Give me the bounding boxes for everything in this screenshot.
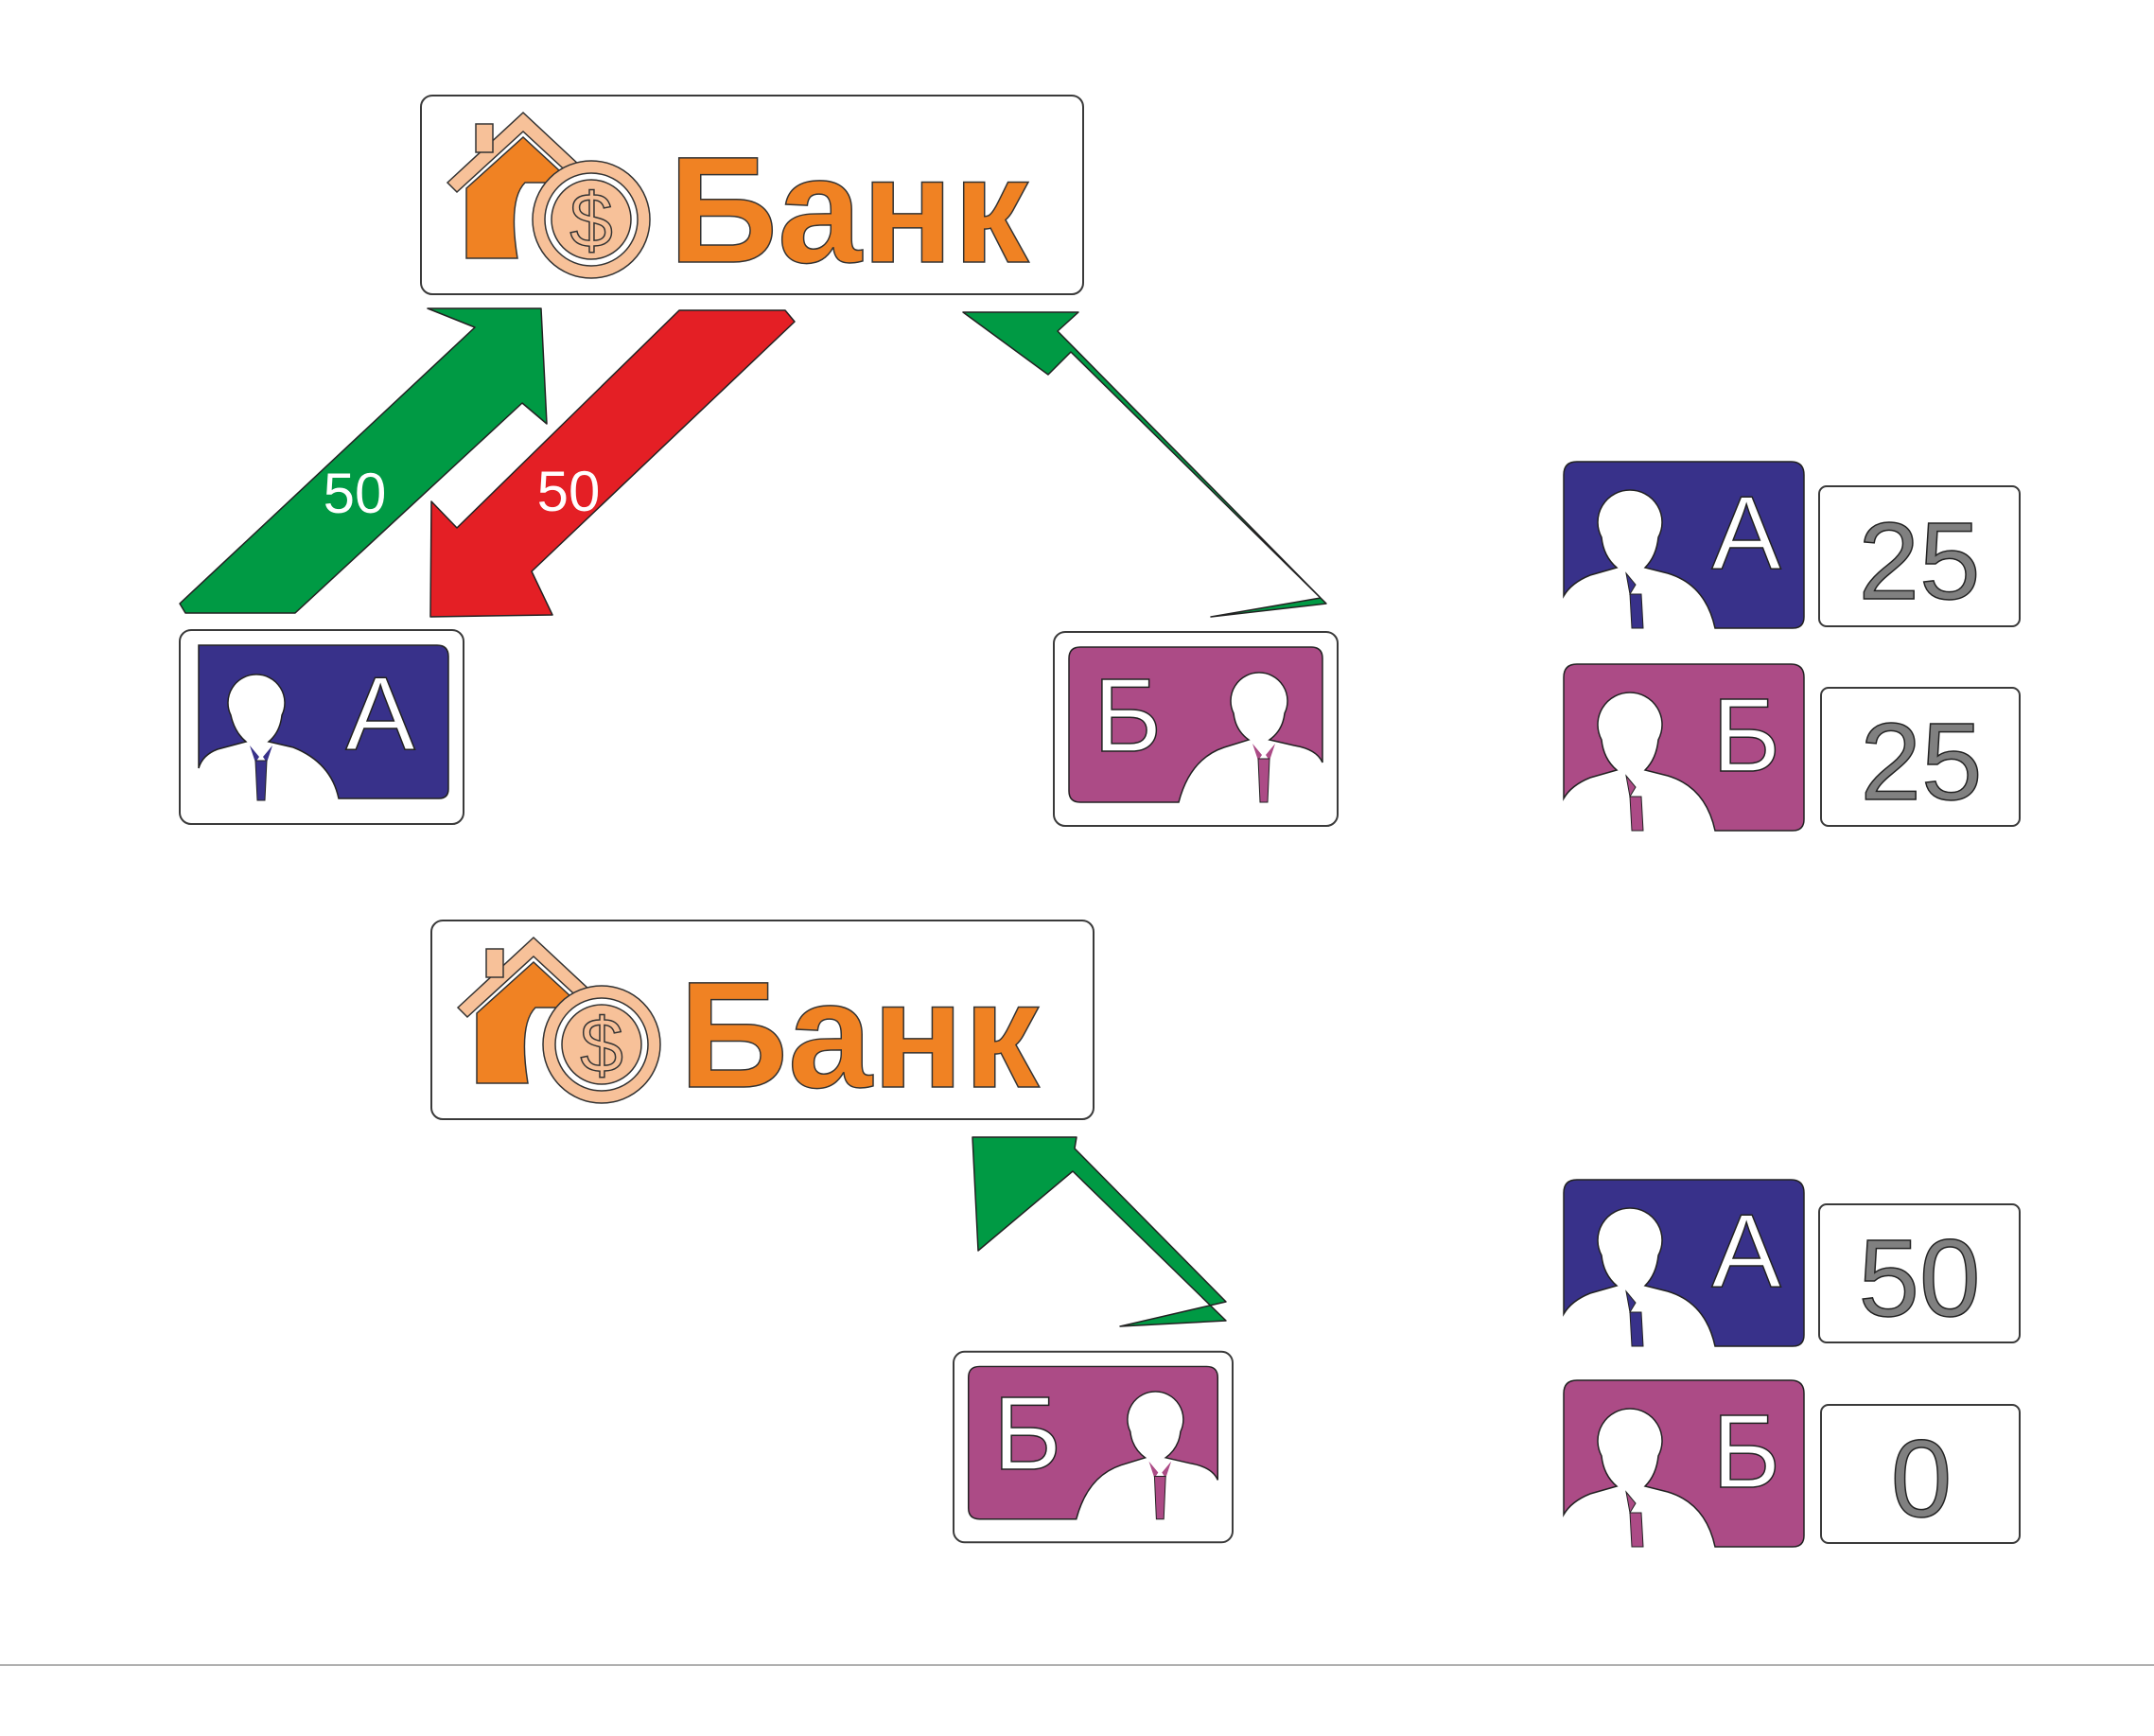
balance-icon-b-top: Б: [1563, 663, 1805, 832]
balance-icon-a-bottom: А: [1563, 1179, 1805, 1347]
arrow-bank-to-a-label: 50: [537, 460, 601, 523]
balance-icon-b-bottom: Б: [1563, 1379, 1805, 1548]
arrow-b-to-bank-top: 50: [962, 311, 1327, 618]
bank-name-bottom: Банк: [679, 950, 1041, 1119]
balance-box-b-top: [1820, 687, 2021, 827]
arrow-a-to-bank-label: 50: [324, 462, 387, 525]
bank-dollar-symbol-bottom: $: [580, 1003, 623, 1089]
arrow-bank-to-a: 50: [429, 309, 796, 618]
balance-letter-b-top: Б: [1712, 677, 1780, 794]
balance-letter-b-bottom: Б: [1712, 1394, 1780, 1510]
arrow-b-to-bank-bottom: 50: [972, 1136, 1227, 1327]
client-b-letter-top: Б: [1094, 658, 1162, 774]
balance-letter-a-top: А: [1711, 475, 1781, 591]
balance-box-a-bottom: [1818, 1203, 2021, 1343]
balance-box-b-bottom: [1820, 1404, 2021, 1544]
balance-value-b-bottom: 0: [1891, 1417, 1953, 1540]
balance-letter-a-bottom: А: [1711, 1193, 1781, 1309]
balance-row-b-bottom: Б 0: [1563, 1379, 2021, 1548]
bank-logo-top: $ Банк: [420, 95, 1084, 295]
balance-icon-a-top: А: [1563, 461, 1805, 629]
arrow-a-to-bank: 50: [179, 307, 548, 614]
client-a-card: А: [179, 629, 464, 825]
balance-value-b-top: 25: [1860, 700, 1982, 823]
balance-value-a-top: 25: [1858, 500, 1980, 623]
balance-row-a-bottom: А 50: [1563, 1179, 2021, 1347]
bank-logo-bottom: $ Банк: [430, 920, 1095, 1120]
balance-value-a-bottom: 50: [1858, 1217, 1980, 1340]
client-b-letter-bottom: Б: [993, 1376, 1061, 1492]
balance-box-a-top: [1818, 485, 2021, 627]
bank-dollar-symbol: $: [569, 178, 613, 264]
client-b-card-bottom: Б: [953, 1350, 1234, 1544]
balance-row-b-top: Б 25: [1563, 663, 2021, 832]
arrow-b-to-bank-top-label: 50: [1121, 464, 1184, 527]
arrow-b-to-bank-bottom-label: 50: [1067, 1228, 1130, 1291]
bank-name: Банк: [669, 125, 1030, 294]
client-a-letter: А: [345, 656, 415, 772]
balance-row-a-top: А 25: [1563, 461, 2021, 629]
client-b-card-top: Б: [1053, 631, 1339, 827]
